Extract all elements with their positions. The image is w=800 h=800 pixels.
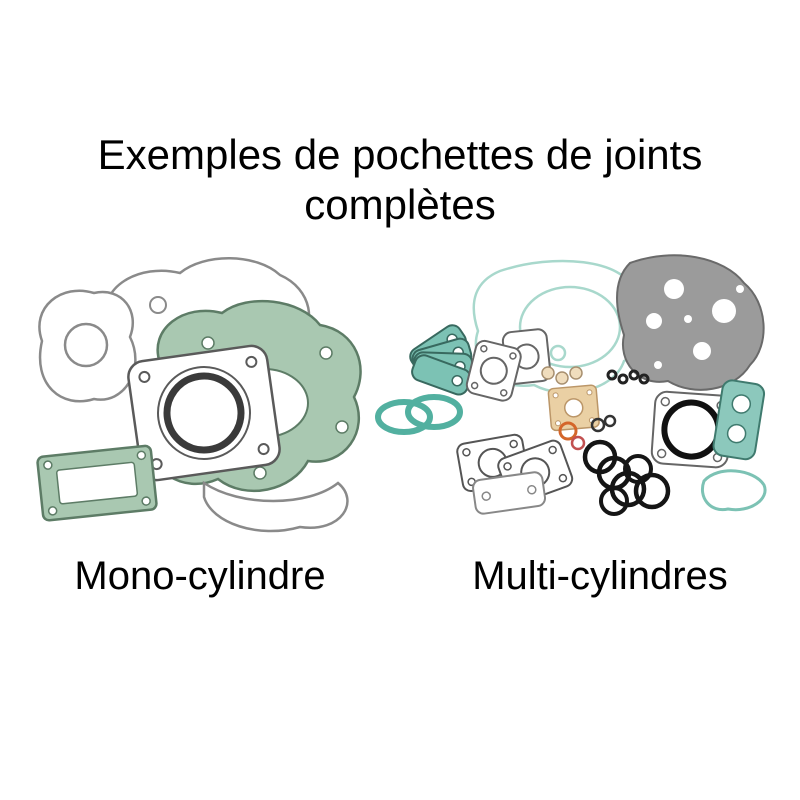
- caption-multi-cylindres: Multi-cylindres: [472, 554, 728, 598]
- bottom-white-gasket: [472, 471, 547, 515]
- rectangular-gasket: [36, 444, 158, 522]
- right-teal-gasket: [712, 379, 766, 461]
- teal-oval-gaskets: [375, 394, 463, 435]
- small-washers: [541, 366, 583, 385]
- multi-cylinder-figure: [372, 249, 792, 544]
- mono-cylinder-gasket-kit-image: [36, 257, 362, 533]
- page-title-line-2: complètes: [304, 181, 496, 229]
- small-cover-gaskets: [465, 328, 552, 402]
- caption-mono-cylindre: Mono-cylindre: [74, 554, 326, 598]
- head-gasket: [127, 344, 281, 482]
- tan-gasket: [547, 384, 600, 432]
- teal-gasket-stack: [409, 324, 474, 396]
- o-ring-cluster: [582, 439, 671, 516]
- gasket-illustrations: [0, 243, 800, 548]
- page-title-line-1: Exemples de pochettes de joints: [97, 131, 703, 178]
- bottom-outline-gasket: [202, 480, 349, 533]
- mono-cylinder-figure: [8, 245, 393, 545]
- page-title: Exemples de pochettes de joints complète…: [0, 130, 800, 231]
- multi-cylinder-gasket-kit-image: [375, 254, 767, 516]
- valve-cover-gasket: [650, 390, 733, 469]
- small-black-grommets: [606, 369, 650, 385]
- captions-row: Mono-cylindre Multi-cylindres: [0, 554, 800, 599]
- bottom-teal-outline-gasket: [701, 469, 767, 512]
- gray-cover-gasket: [616, 254, 765, 391]
- small-colored-orings: [558, 414, 617, 451]
